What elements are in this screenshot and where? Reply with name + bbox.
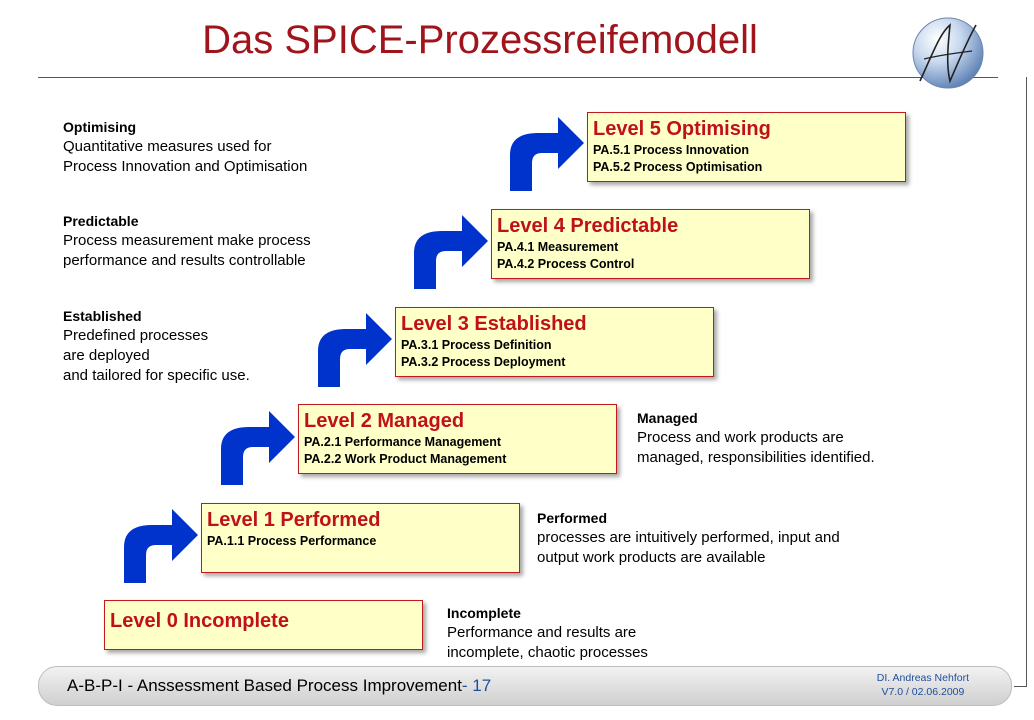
level-3-title: Level 3 Established xyxy=(401,313,587,335)
desc-managed: Managed Process and work products are ma… xyxy=(637,408,875,468)
footer-bar: A-B-P-I - Anssessment Based Process Impr… xyxy=(38,666,1012,706)
desc-predictable: Predictable Process measurement make pro… xyxy=(63,211,311,271)
desc-established-heading: Established xyxy=(63,308,142,324)
level-0-box: Level 0 Incomplete xyxy=(104,600,423,650)
level-2-attribute: PA.2.2 Work Product Management xyxy=(304,452,507,466)
slide-title: Das SPICE-Prozessreifemodell xyxy=(202,18,758,62)
title-divider xyxy=(38,77,998,78)
desc-managed-heading: Managed xyxy=(637,410,698,426)
level-5-title: Level 5 Optimising xyxy=(593,118,771,140)
level-4-attribute: PA.4.2 Process Control xyxy=(497,257,635,271)
level-4-title: Level 4 Predictable xyxy=(497,215,679,237)
level-2-box: Level 2 Managed PA.2.1 Performance Manag… xyxy=(298,404,617,474)
desc-incomplete-text: Performance and results are incomplete, … xyxy=(447,624,648,661)
step-up-arrow-icon xyxy=(124,509,198,583)
desc-optimising-text: Quantitative measures used for Process I… xyxy=(63,138,308,175)
desc-performed: Performed processes are intuitively perf… xyxy=(537,508,840,568)
desc-predictable-heading: Predictable xyxy=(63,213,139,229)
footer-title: A-B-P-I - Anssessment Based Process Impr… xyxy=(67,676,491,696)
desc-established-text: Predefined processes are deployed and ta… xyxy=(63,327,250,384)
level-4-attribute: PA.4.1 Measurement xyxy=(497,240,619,254)
desc-optimising-heading: Optimising xyxy=(63,119,137,135)
level-1-attribute: PA.1.1 Process Performance xyxy=(207,534,377,548)
globe-logo-icon xyxy=(912,17,984,89)
level-1-title: Level 1 Performed xyxy=(207,509,381,531)
frame-line-bottom xyxy=(1014,686,1027,687)
footer-author: DI. Andreas Nehfort xyxy=(876,672,969,684)
level-3-attribute: PA.3.2 Process Deployment xyxy=(401,355,566,369)
step-up-arrow-icon xyxy=(414,215,488,289)
level-2-attribute: PA.2.1 Performance Management xyxy=(304,435,502,449)
footer-author-block: DI. Andreas Nehfort V7.0 / 02.06.2009 xyxy=(877,671,969,699)
footer-page-number: - 17 xyxy=(461,676,492,695)
level-3-attribute: PA.3.1 Process Definition xyxy=(401,338,552,352)
desc-incomplete-heading: Incomplete xyxy=(447,605,521,621)
desc-performed-heading: Performed xyxy=(537,510,608,526)
level-5-attribute: PA.5.2 Process Optimisation xyxy=(593,160,763,174)
footer-course: A-B-P-I - Anssessment Based Process Impr… xyxy=(67,676,462,695)
step-up-arrow-icon xyxy=(510,117,584,191)
desc-performed-text: processes are intuitively performed, inp… xyxy=(537,529,840,566)
desc-managed-text: Process and work products are managed, r… xyxy=(637,429,875,466)
level-2-title: Level 2 Managed xyxy=(304,410,465,432)
desc-established: Established Predefined processes are dep… xyxy=(63,306,250,386)
desc-predictable-text: Process measurement make process perform… xyxy=(63,232,311,269)
step-up-arrow-icon xyxy=(221,411,295,485)
desc-optimising: Optimising Quantitative measures used fo… xyxy=(63,117,307,177)
step-up-arrow-icon xyxy=(318,313,392,387)
level-5-box: Level 5 Optimising PA.5.1 Process Innova… xyxy=(587,112,906,182)
level-4-box: Level 4 Predictable PA.4.1 Measurement P… xyxy=(491,209,810,279)
level-0-title: Level 0 Incomplete xyxy=(110,610,289,632)
desc-incomplete: Incomplete Performance and results are i… xyxy=(447,603,648,663)
footer-version: V7.0 / 02.06.2009 xyxy=(881,686,965,698)
level-3-box: Level 3 Established PA.3.1 Process Defin… xyxy=(395,307,714,377)
frame-line-right xyxy=(1026,77,1027,687)
level-1-box: Level 1 Performed PA.1.1 Process Perform… xyxy=(201,503,520,573)
level-5-attribute: PA.5.1 Process Innovation xyxy=(593,143,750,157)
